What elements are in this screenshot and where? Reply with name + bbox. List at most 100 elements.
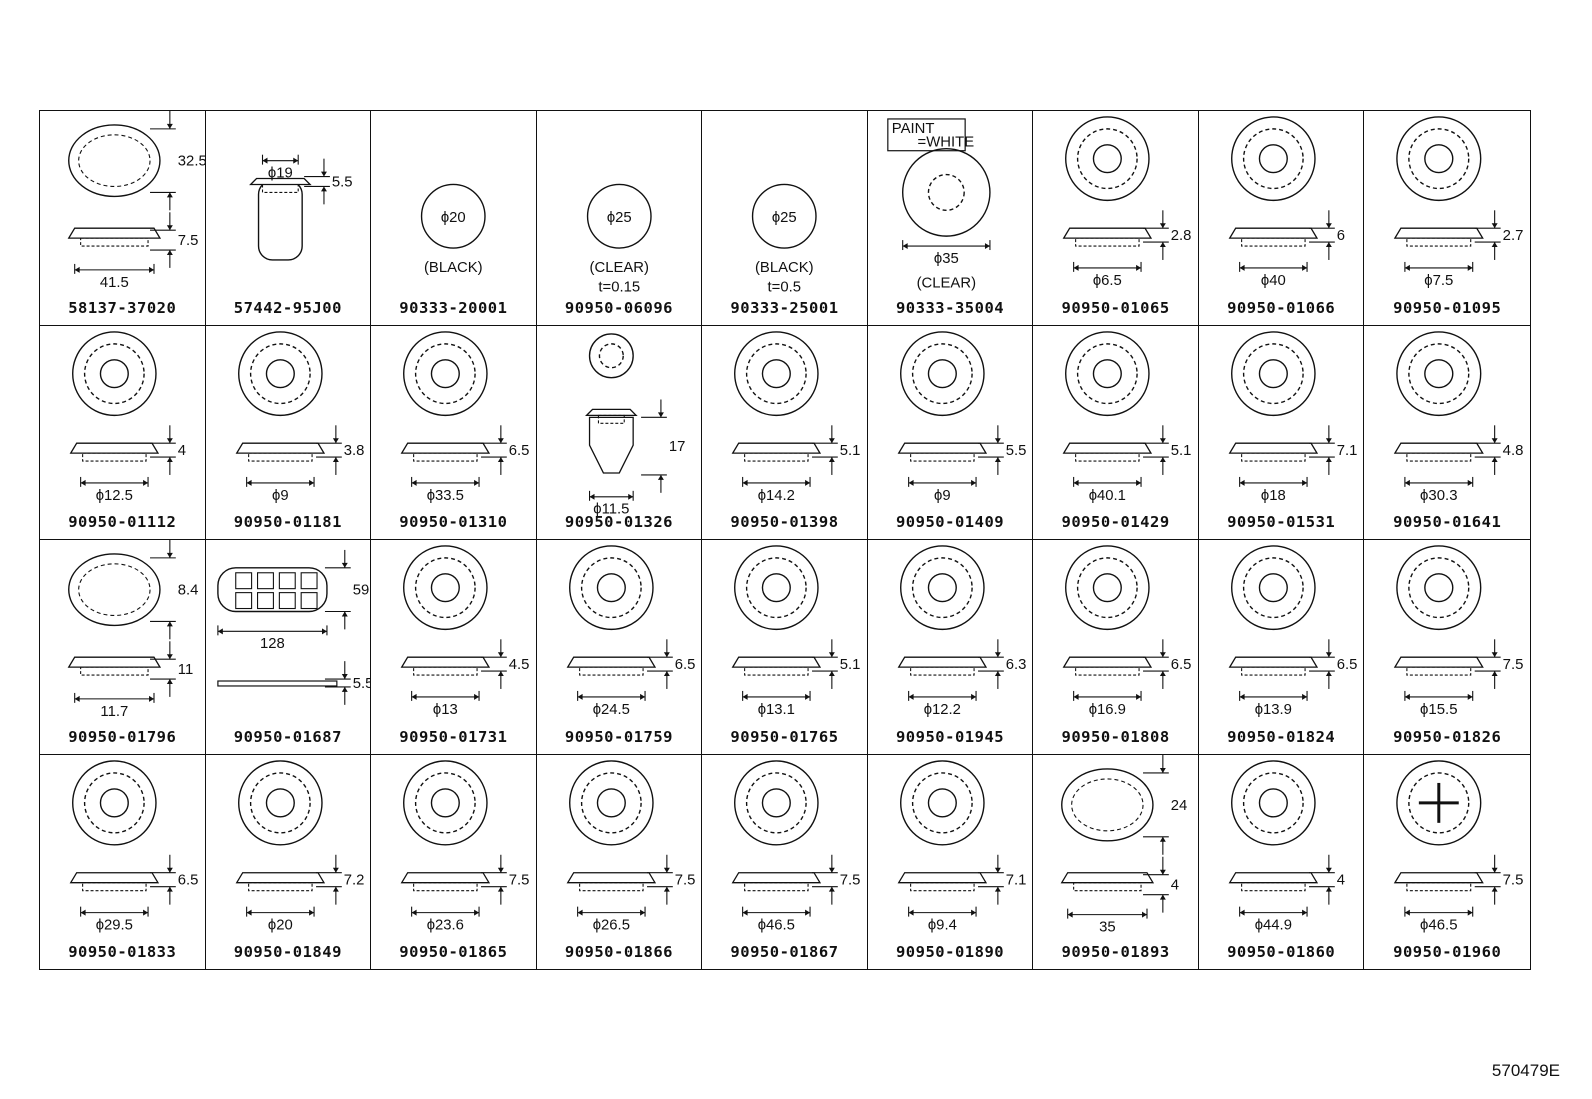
- dimension-arrow: [1492, 223, 1499, 229]
- body-profile: [1240, 452, 1306, 462]
- flange-profile: [1394, 442, 1485, 454]
- body-profile: [80, 666, 149, 676]
- dimension-label: 4: [1171, 877, 1179, 893]
- dimension-arrow: [1492, 671, 1499, 677]
- body-profile: [1406, 881, 1472, 891]
- note-label: t=0.15: [598, 280, 640, 296]
- dimension-arrow: [341, 686, 348, 692]
- dimension-arrow: [1073, 264, 1079, 271]
- plate-window: [256, 572, 274, 590]
- dimension-arrow: [663, 671, 670, 677]
- part-drawing: 2.7ϕ7.5: [1394, 116, 1524, 289]
- dimension-arrow: [411, 693, 417, 700]
- body-profile: [413, 881, 478, 891]
- dimension-label: ϕ13.9: [1255, 702, 1292, 718]
- dimension-label: 6.5: [674, 657, 695, 673]
- dimension-arrow: [639, 693, 645, 700]
- dimension-arrow: [474, 909, 480, 916]
- grommet-outline: [72, 759, 157, 845]
- dimension-label: 6: [1337, 228, 1345, 244]
- dimension-label: 11.7: [100, 704, 128, 720]
- part-number: 90950-01765: [730, 727, 839, 746]
- dimension-arrow: [143, 909, 149, 916]
- dimension-arrow: [320, 186, 327, 192]
- grommet-hole: [430, 358, 461, 388]
- dimension-label: ϕ44.9: [1255, 917, 1292, 933]
- grommet-inner: [580, 771, 642, 834]
- dimension-arrow: [246, 909, 252, 916]
- plate-window: [300, 592, 318, 610]
- dimension-arrow: [80, 479, 86, 486]
- dimension-label: ϕ7.5: [1425, 272, 1454, 289]
- part-number: 90950-01065: [1061, 298, 1170, 317]
- grommet-outline: [1065, 116, 1150, 202]
- grommet-outline: [1230, 330, 1316, 416]
- dimension-arrow: [994, 886, 1001, 892]
- part-number: 90950-06096: [564, 298, 674, 317]
- dimension-arrow: [1325, 456, 1332, 462]
- dimension-arrow: [984, 243, 990, 250]
- grommet-inner: [1408, 128, 1470, 190]
- part-number: 90950-01687: [233, 727, 342, 746]
- dimension-arrow: [994, 867, 1001, 873]
- grommet-hole: [99, 787, 129, 818]
- dimension-label: ϕ18: [1261, 487, 1286, 503]
- dimension-label: ϕ35: [934, 251, 959, 267]
- oval-inner: [1071, 777, 1144, 831]
- grommet-hole: [1258, 358, 1288, 388]
- plate-window: [234, 572, 252, 590]
- dimension-label: 4: [1337, 872, 1345, 888]
- grommet-inner: [415, 342, 476, 404]
- dimension-arrow: [217, 628, 223, 635]
- dimension-arrow: [1468, 479, 1474, 486]
- dimension-arrow: [1492, 456, 1499, 462]
- dimension-arrow: [497, 652, 504, 658]
- dimension-label: 41.5: [100, 275, 129, 291]
- dimension-arrow: [1301, 264, 1307, 271]
- grommet-outline: [1230, 759, 1316, 845]
- dimension-arrow: [308, 909, 314, 916]
- dimension-label: 6.5: [1337, 657, 1358, 673]
- dimension-arrow: [829, 886, 836, 892]
- body-profile: [909, 666, 975, 676]
- grommet-hole: [761, 787, 792, 818]
- dimension-arrow: [411, 479, 417, 486]
- dimension-arrow: [143, 479, 149, 486]
- dimension-arrow: [1160, 767, 1167, 773]
- grommet-outline: [1065, 330, 1150, 416]
- dimension-label: 7.1: [1006, 872, 1027, 888]
- dimension-arrow: [1160, 223, 1167, 229]
- grommet-inner: [1077, 557, 1139, 619]
- body-profile: [413, 666, 478, 676]
- dimension-arrow: [166, 679, 173, 684]
- part-number: 90950-01731: [399, 727, 508, 746]
- grommet-outline: [899, 330, 985, 416]
- body-profile: [413, 452, 478, 462]
- dimension-label: ϕ12.5: [96, 487, 133, 503]
- dimension-arrow: [663, 886, 670, 892]
- part-drawing: 3.8ϕ9: [235, 330, 364, 503]
- note-label: (CLEAR): [589, 260, 649, 276]
- oval-outline: [68, 124, 161, 198]
- paint-area: [927, 173, 965, 211]
- note-label: t=0.5: [768, 280, 801, 296]
- dimension-arrow: [1160, 671, 1167, 677]
- dimension-label: 7.5: [1503, 871, 1524, 888]
- part-drawing: ϕ25(BLACK)t=0.5: [752, 183, 817, 296]
- dimension-arrow: [1492, 886, 1499, 892]
- grommet-hole: [761, 573, 792, 603]
- dimension-label: 7.1: [1337, 443, 1358, 459]
- dimension-arrow: [829, 867, 836, 873]
- dimension-label: 7.2: [343, 872, 364, 888]
